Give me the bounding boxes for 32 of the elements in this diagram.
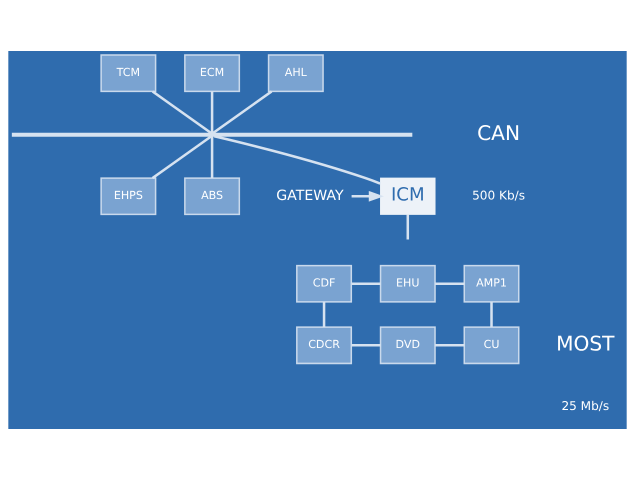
label: 500 Kb/s bbox=[472, 188, 526, 202]
node-box: CDF bbox=[296, 264, 352, 302]
connector bbox=[435, 282, 464, 284]
connector bbox=[152, 134, 212, 179]
connector bbox=[322, 301, 326, 326]
node-bar bbox=[12, 132, 412, 136]
connector bbox=[435, 344, 464, 346]
node-box: CU bbox=[464, 326, 520, 364]
node-box: ECM bbox=[184, 54, 240, 92]
node-box: DVD bbox=[380, 326, 436, 364]
connector bbox=[406, 214, 410, 239]
node-box: TCM bbox=[100, 54, 156, 92]
node-box: AHL bbox=[268, 54, 324, 92]
connector bbox=[152, 90, 212, 134]
node-box: ABS bbox=[184, 176, 240, 215]
connector bbox=[210, 90, 214, 133]
connector bbox=[212, 90, 272, 134]
connector bbox=[214, 134, 381, 184]
connector bbox=[490, 301, 493, 326]
node-box: EHU bbox=[380, 264, 436, 302]
label: CAN bbox=[477, 120, 520, 144]
label: MOST bbox=[556, 330, 615, 355]
node-box: CDCR bbox=[296, 326, 352, 364]
arrow bbox=[352, 190, 384, 202]
label: 25 Mb/s bbox=[561, 398, 610, 412]
node-box: EHPS bbox=[100, 176, 156, 215]
node-box: ICM bbox=[380, 177, 436, 214]
node-text: GATEWAY bbox=[276, 187, 344, 204]
connector bbox=[352, 344, 381, 346]
connector bbox=[210, 136, 214, 178]
connector bbox=[352, 282, 381, 284]
node-box: AMP1 bbox=[464, 264, 520, 302]
